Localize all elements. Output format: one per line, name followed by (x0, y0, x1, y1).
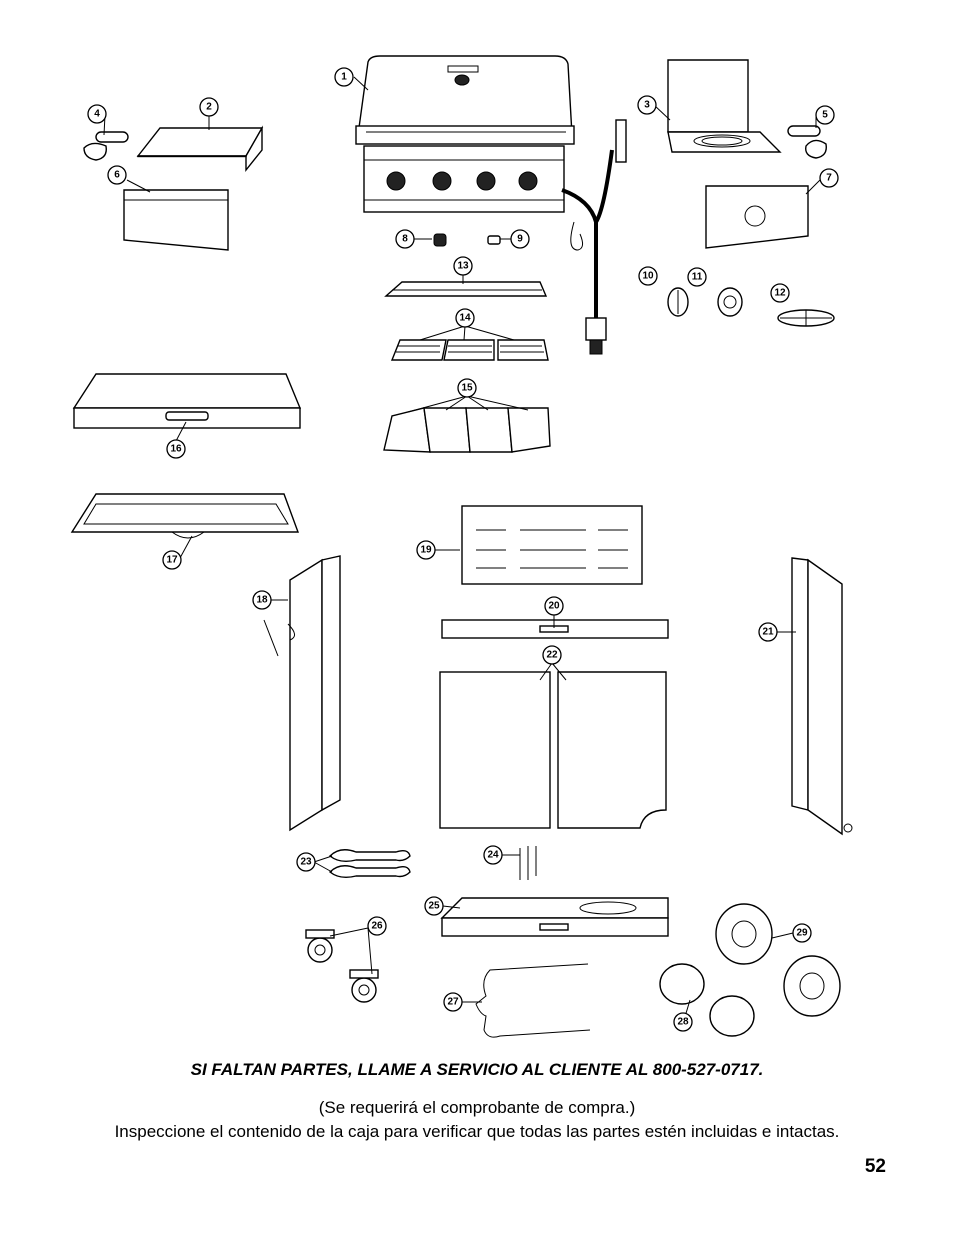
bottom-shelf-illustration (440, 897, 669, 937)
doors-illustration (439, 671, 667, 829)
callout-24: 24 (483, 845, 503, 865)
callout-25: 25 (424, 896, 444, 916)
callout-2: 2 (199, 97, 219, 117)
svg-text:25: 25 (428, 901, 440, 912)
parts-diagram: 1 2 3 4 5 6 7 8 9 10 11 12 13 14 15 16 1… (70, 55, 853, 1038)
svg-text:22: 22 (546, 650, 558, 661)
callout-16: 16 (166, 439, 186, 459)
callout-5: 5 (815, 105, 835, 125)
svg-text:16: 16 (170, 444, 182, 455)
callout-4: 4 (87, 104, 107, 124)
callout-1: 1 (334, 67, 354, 87)
warming-rack-illustration (384, 281, 548, 297)
towel-bars-illustration (328, 849, 411, 879)
page-number: 52 (864, 1156, 886, 1177)
callout-27: 27 (443, 992, 463, 1012)
svg-text:3: 3 (644, 100, 650, 111)
cooking-grates-illustration (390, 339, 549, 361)
svg-text:19: 19 (420, 545, 432, 556)
callout-3: 3 (637, 95, 657, 115)
hubcaps-illustration (659, 963, 755, 1037)
back-panel-illustration (461, 505, 643, 585)
callout-13: 13 (453, 256, 473, 276)
casters-illustration (305, 929, 379, 1003)
callout-10: 10 (638, 266, 658, 286)
callout-23: 23 (296, 852, 316, 872)
handle-bracket-left-illustration (83, 131, 129, 161)
svg-text:2: 2 (206, 102, 212, 113)
knob-bezel-illustration (717, 287, 743, 317)
svg-text:15: 15 (461, 383, 473, 394)
side-burner-illustration (667, 59, 782, 153)
callout-11: 11 (687, 267, 707, 287)
heat-tents-illustration (383, 407, 551, 453)
tank-holder-illustration (475, 963, 591, 1038)
svg-text:7: 7 (826, 173, 832, 184)
svg-text:4: 4 (94, 109, 100, 120)
callout-17: 17 (162, 550, 182, 570)
svg-text:24: 24 (487, 850, 499, 861)
svg-text:14: 14 (459, 313, 471, 324)
grease-tray-illustration (70, 493, 300, 539)
svg-text:9: 9 (517, 234, 523, 245)
receipt-note: (Se requerirá el comprobante de compra.) (318, 1098, 636, 1117)
callout-21: 21 (758, 622, 778, 642)
left-frame-illustration (263, 555, 341, 832)
svg-text:17: 17 (166, 555, 178, 566)
svg-text:12: 12 (774, 288, 786, 299)
svg-text:10: 10 (642, 271, 654, 282)
leader-lines (103, 76, 821, 1021)
callout-26: 26 (367, 916, 387, 936)
callout-15: 15 (457, 378, 477, 398)
callout-14: 14 (455, 308, 475, 328)
right-frame-illustration (791, 557, 853, 836)
missing-parts-warning: SI FALTAN PARTES, LLAME A SERVICIO AL CL… (190, 1060, 764, 1079)
front-rail-illustration (441, 619, 669, 639)
bracket-illustration (519, 846, 537, 880)
callout-12: 12 (770, 283, 790, 303)
part-9-illustration (487, 235, 501, 245)
part-8-illustration (433, 233, 447, 247)
callout-20: 20 (544, 596, 564, 616)
grill-head-illustration (355, 55, 627, 355)
drawer-illustration (72, 373, 302, 429)
callout-18: 18 (252, 590, 272, 610)
callout-7: 7 (819, 168, 839, 188)
wheels-illustration (715, 903, 841, 1017)
callout-9: 9 (510, 229, 530, 249)
control-knob-illustration (667, 287, 689, 317)
svg-text:18: 18 (256, 595, 268, 606)
inspect-note: Inspeccione el contenido de la caja para… (114, 1122, 840, 1141)
callout-29: 29 (792, 923, 812, 943)
handle-bracket-right-illustration (787, 125, 827, 159)
svg-text:13: 13 (457, 261, 469, 272)
svg-text:1: 1 (341, 72, 347, 83)
svg-text:27: 27 (447, 997, 459, 1008)
callout-6: 6 (107, 165, 127, 185)
svg-text:21: 21 (762, 627, 774, 638)
svg-text:23: 23 (300, 857, 312, 868)
svg-text:28: 28 (677, 1017, 689, 1028)
callout-8: 8 (395, 229, 415, 249)
side-burner-grate-illustration (777, 309, 835, 327)
svg-text:26: 26 (371, 921, 383, 932)
callout-19: 19 (416, 540, 436, 560)
svg-text:5: 5 (822, 110, 828, 121)
svg-text:29: 29 (796, 928, 808, 939)
svg-text:20: 20 (548, 601, 560, 612)
svg-text:11: 11 (692, 272, 703, 283)
svg-text:8: 8 (402, 234, 408, 245)
left-side-shelf-illustration (136, 125, 264, 172)
side-burner-panel-illustration (705, 185, 809, 249)
svg-text:6: 6 (114, 170, 120, 181)
callout-28: 28 (673, 1012, 693, 1032)
left-panel-illustration (123, 189, 229, 251)
callout-22: 22 (542, 645, 562, 665)
